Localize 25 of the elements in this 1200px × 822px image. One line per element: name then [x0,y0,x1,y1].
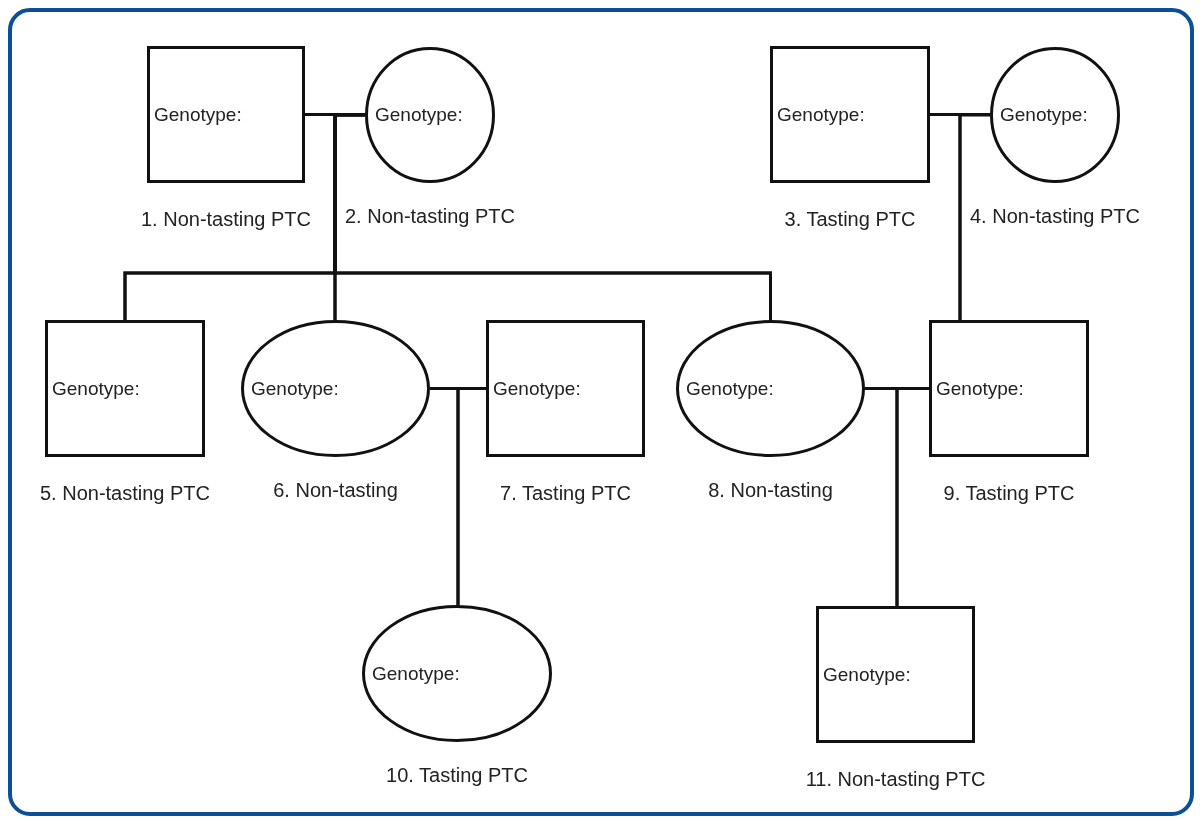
genotype-label: Genotype: [372,662,460,685]
genotype-label: Genotype: [251,377,339,400]
genotype-label: Genotype: [823,663,911,686]
phenotype-caption: 7. Tasting PTC [500,482,631,505]
genotype-label: Genotype: [1000,104,1088,126]
phenotype-caption: 5. Non-tasting PTC [39,482,211,505]
phenotype-caption: 11. Non-tasting PTC [805,768,986,791]
phenotype-caption: 8. Non-tasting [708,479,833,502]
genotype-label: Genotype: [936,377,1024,400]
phenotype-caption: 6. Non-tasting [273,479,398,502]
phenotype-caption: 9. Tasting PTC [943,482,1075,505]
descent-line [958,113,990,320]
genotype-label: Genotype: [375,104,463,126]
phenotype-caption: 1. Non-tasting PTC [140,208,312,231]
genotype-label: Genotype: [154,103,242,126]
descent-line [456,387,486,605]
phenotype-caption: 4. Non-tasting PTC [969,205,1141,228]
genotype-label: Genotype: [686,377,774,400]
descent-line [895,387,929,606]
phenotype-caption: 10. Tasting PTC [386,764,528,787]
phenotype-caption: 2. Non-tasting PTC [344,205,516,228]
genotype-label: Genotype: [777,103,865,126]
genotype-label: Genotype: [493,377,581,400]
genotype-label: Genotype: [52,377,140,400]
phenotype-caption: 3. Tasting PTC [784,208,916,231]
